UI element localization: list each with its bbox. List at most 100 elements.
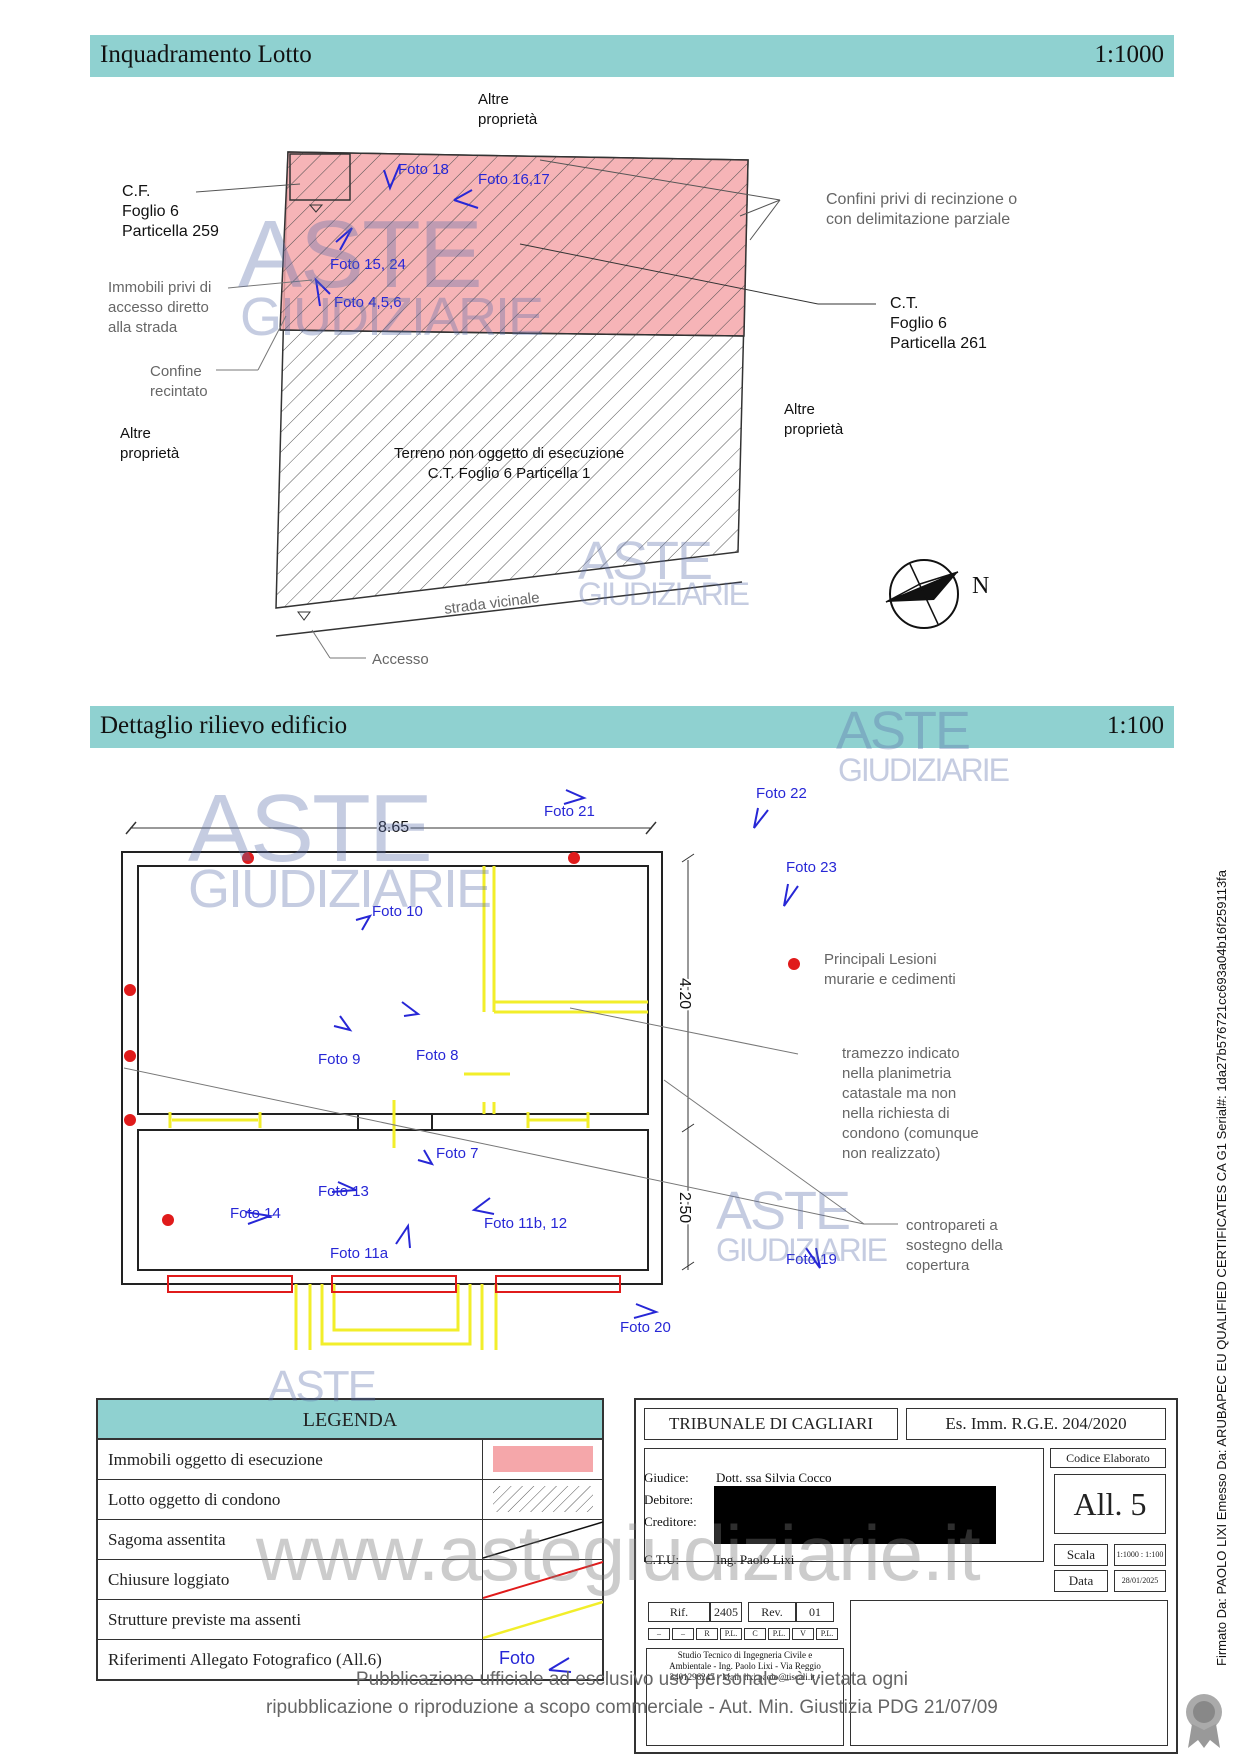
plan-dim-lower: 2.50 (676, 1192, 693, 1223)
legend-row-strutture: Strutture previste ma assenti (98, 1600, 604, 1640)
map-confini-label: Confini privi di recinzione o con delimi… (826, 191, 1018, 228)
watermark-brand-top: ASTE (188, 775, 433, 882)
legend-row-label: Riferimenti Allegato Fotografico (All.6) (108, 1650, 382, 1669)
section2-title: Dettaglio rilievo edificio (100, 712, 348, 739)
plan-foto-14: Foto 14 (230, 1205, 281, 1222)
rev-value: 01 (809, 1605, 821, 1619)
foto-arrow-icon (548, 1657, 572, 1673)
digital-signature: Firmato Da: PAOLO LIXI Emesso Da: ARUBAP… (1214, 869, 1229, 1666)
map-foto-18: Foto 18 (398, 161, 449, 178)
legend-row-label: Lotto oggetto di condono (108, 1490, 281, 1509)
code-cell: P.L. (720, 1628, 742, 1640)
studio-box (646, 1648, 844, 1746)
ctu-value: Ing. Paolo Lixi (716, 1552, 795, 1567)
data-value: 28/01/2025 (1121, 1576, 1159, 1585)
code-cell: C (744, 1628, 766, 1640)
map-ct-label: C.T. Foglio 6 Particella 261 (890, 295, 987, 352)
redacted-block (714, 1486, 996, 1544)
stamp-box (850, 1600, 1168, 1746)
compass-icon (885, 559, 959, 629)
title-block (634, 1398, 1178, 1754)
plan-foto-11b-12: Foto 11b, 12 (484, 1215, 568, 1232)
data-label: Data (1068, 1573, 1094, 1588)
plan-dim-upper: 4.20 (676, 978, 693, 1009)
section2-header: Dettaglio rilievo edificio 1:100 (90, 706, 1174, 748)
plan-dim-width: 8.65 (378, 819, 409, 836)
map-foto-15-24: Foto 15, 24 (330, 256, 406, 273)
map-confine-label: Confine recintato (150, 363, 208, 400)
rif-value: 2405 (714, 1605, 738, 1619)
scala-label: Scala (1066, 1547, 1096, 1562)
legend-foto-symbol: Foto (482, 1640, 603, 1679)
scala-value-box: 1:1000 : 1:100 (1114, 1544, 1166, 1566)
case-box: Es. Imm. R.G.E. 204/2020 (906, 1408, 1166, 1440)
map-terreno-label: Terreno non oggetto di esecuzione C.T. F… (394, 445, 625, 482)
scala-value: 1:1000 : 1:100 (1116, 1550, 1164, 1559)
debitore-key: Debitore: (644, 1492, 694, 1507)
plan-lesioni-label: Principali Lesioni murarie e cedimenti (824, 951, 956, 988)
ctu-key: C.T.U: (644, 1552, 680, 1567)
legend-row-label: Immobili oggetto di esecuzione (108, 1450, 323, 1469)
map-cf-label: C.F. Foglio 6 Particella 259 (122, 183, 219, 240)
giudice-value: Dott. ssa Silvia Cocco (716, 1470, 832, 1485)
legend-table: LEGENDA Immobili oggetto di esecuzione L… (96, 1398, 604, 1681)
rev-value-box: 01 (796, 1602, 834, 1622)
site-map (195, 151, 959, 659)
map-right-label: Altre proprietà (784, 401, 844, 438)
creditore-key: Creditore: (644, 1514, 697, 1529)
studio-text: Studio Tecnico di Ingegneria Civile e Am… (669, 1650, 821, 1682)
rif-label-box: Rif. (648, 1602, 710, 1622)
watermark-brand-bottom: GIUDIZIARIE (578, 576, 750, 612)
watermark-brand-bottom: GIUDIZIARIE (838, 752, 1010, 788)
case-number: Es. Imm. R.G.E. 204/2020 (945, 1414, 1127, 1433)
plan-foto-11a: Foto 11a (330, 1245, 389, 1262)
code-cell: R (696, 1628, 718, 1640)
publication-notice: Pubblicazione ufficiale ad esclusivo uso… (266, 1669, 998, 1718)
watermark-site: www.astegiudiziarie.it (256, 1509, 981, 1597)
floor-plan: 8.65 4.20 2.50 (121, 789, 898, 1350)
code-cell: – (672, 1628, 694, 1640)
watermark-brand-top: ASTE (238, 201, 483, 308)
plan-foto-9: Foto 9 (318, 1051, 361, 1068)
map-accesso-label: Accesso (372, 651, 429, 668)
codice-label-box: Codice Elaborato (1050, 1448, 1166, 1468)
section1-scale: 1:1000 (1094, 41, 1164, 68)
rev-label-box: Rev. (748, 1602, 796, 1622)
plan-tramezzo-label: tramezzo indicato nella planimetria cata… (842, 1045, 979, 1162)
code-cell: – (648, 1628, 670, 1640)
plan-contropareti-label: contropareti a sostegno della copertura (906, 1217, 1003, 1274)
giudice-key: Giudice: (644, 1470, 689, 1485)
scala-label-box: Scala (1054, 1544, 1108, 1566)
watermark-brand-bottom: GIUDIZIARIE (716, 1232, 888, 1268)
legend-row-label: Sagoma assentita (108, 1530, 226, 1549)
north-label: N (972, 573, 990, 599)
rif-value-box: 2405 (710, 1602, 742, 1622)
section2-scale: 1:100 (1107, 712, 1164, 739)
map-left-label: Altre proprietà (120, 425, 180, 462)
map-top-label: Altre proprietà (478, 91, 538, 128)
legend-row-foto: Riferimenti Allegato Fotografico (All.6)… (98, 1640, 602, 1679)
seal-icon (1186, 1694, 1222, 1748)
plan-foto-7: Foto 7 (436, 1145, 479, 1162)
data-value-box: 28/01/2025 (1114, 1570, 1166, 1592)
legend-swatch-pink (482, 1440, 603, 1479)
rif-label: Rif. (669, 1605, 689, 1619)
court-name: TRIBUNALE DI CAGLIARI (669, 1414, 873, 1433)
legend-title: LEGENDA (98, 1400, 602, 1440)
legend-line-yellow (482, 1600, 604, 1640)
plan-foto-10: Foto 10 (372, 903, 423, 920)
plan-foto-20: Foto 20 (620, 1319, 671, 1336)
plan-foto-19: Foto 19 (786, 1251, 837, 1268)
section1-title: Inquadramento Lotto (100, 41, 312, 68)
map-foto-16-17: Foto 16,17 (478, 171, 550, 188)
map-immobili-label: Immobili privi di accesso diretto alla s… (108, 279, 212, 336)
watermark-brand-top: ASTE (268, 1362, 377, 1411)
watermark-brand-top: ASTE (578, 531, 713, 591)
plan-foto-13: Foto 13 (318, 1183, 369, 1200)
codes-row: – – R P.L. C P.L. V P.L. (648, 1628, 838, 1640)
code-cell: P.L. (768, 1628, 790, 1640)
plan-foto-8: Foto 8 (416, 1047, 459, 1064)
watermark-brand-top: ASTE (716, 1181, 851, 1241)
legend-swatch-hatch (482, 1480, 603, 1519)
section1-header: Inquadramento Lotto 1:1000 (90, 35, 1174, 77)
